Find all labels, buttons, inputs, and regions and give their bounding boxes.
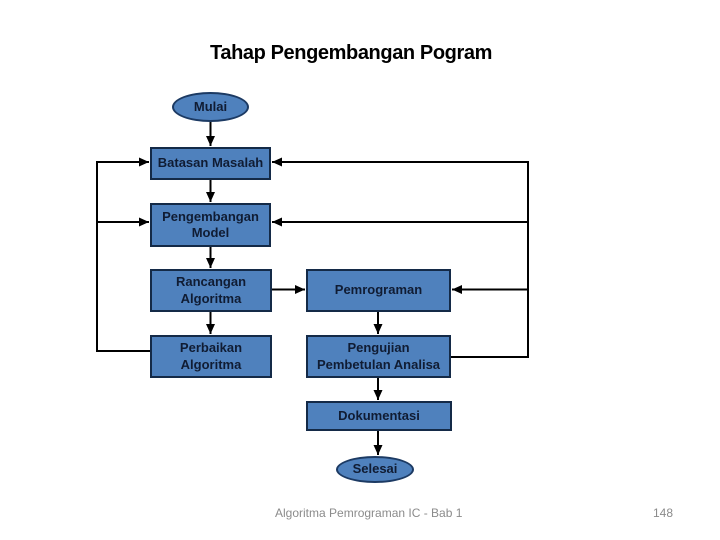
flow-node-pengembangan-model-label: Pengembangan Model: [162, 208, 259, 240]
flow-node-selesai: Selesai: [336, 456, 414, 483]
feedback-right-to-batasan: [272, 157, 529, 358]
flow-node-mulai: Mulai: [172, 92, 249, 122]
flow-node-perbaikan-algoritma: Perbaikan Algoritma: [150, 335, 272, 378]
flow-node-pemrograman-label: Pemrograman: [334, 282, 423, 298]
slide-title: Tahap Pengembangan Pogram: [210, 42, 492, 64]
flow-node-rancangan-algoritma: Rancangan Algoritma: [150, 269, 272, 312]
page-number: 148: [653, 506, 674, 520]
flow-node-rancangan-algoritma-label: Rancangan Algoritma: [175, 274, 247, 306]
flow-node-dokumentasi-label: Dokumentasi: [338, 407, 420, 423]
flow-node-dokumentasi: Dokumentasi: [306, 401, 452, 431]
feedback-left-to-batasan: [96, 157, 150, 352]
flow-node-pengembangan-model: Pengembangan Model: [150, 203, 271, 247]
flow-node-pengujian-label: Pengujian Pembetulan Analisa: [316, 340, 441, 372]
flow-node-selesai-label: Selesai: [352, 461, 398, 477]
flow-node-pemrograman: Pemrograman: [306, 269, 451, 312]
flow-node-perbaikan-algoritma-label: Perbaikan Algoritma: [179, 340, 243, 372]
flow-node-batasan-masalah: Batasan Masalah: [150, 147, 271, 180]
flow-node-mulai-label: Mulai: [193, 98, 228, 114]
flow-node-pengujian-pembetulan-analisa: Pengujian Pembetulan Analisa: [306, 335, 451, 378]
footer-text: Algoritma Pemrograman IC - Bab 1: [275, 506, 463, 520]
flow-node-batasan-masalah-label: Batasan Masalah: [157, 155, 264, 171]
